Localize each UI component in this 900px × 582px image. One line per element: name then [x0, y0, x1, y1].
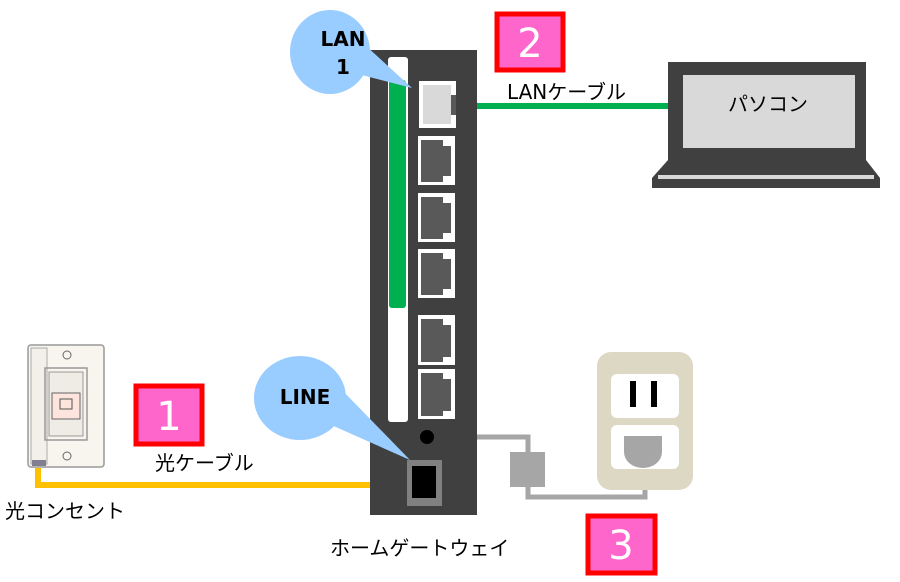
port-5 [418, 315, 455, 365]
line-bubble: LINE [254, 356, 410, 460]
pc-label: パソコン [728, 92, 808, 116]
power-adapter [510, 452, 545, 487]
optical-outlet-label: 光コンセント [5, 499, 125, 523]
power-jack [420, 430, 434, 444]
optical-outlet-icon [27, 344, 105, 468]
lan-port-1[interactable] [419, 81, 456, 128]
step-badge-2: 2 [494, 11, 566, 73]
line-port[interactable] [407, 460, 442, 506]
port-6 [418, 369, 455, 419]
lan1-bubble-number: 1 [336, 55, 350, 79]
optical-cable [35, 468, 408, 488]
line-bubble-text: LINE [280, 385, 331, 409]
lan-port-3[interactable] [418, 193, 455, 242]
lan1-bubble-text: LAN [321, 27, 366, 51]
lan1-bubble: LAN 1 [290, 10, 412, 94]
lan-port-4[interactable] [418, 249, 455, 298]
power-outlet-icon [597, 352, 693, 490]
home-gateway-label: ホームゲートウェイ [330, 536, 509, 560]
step-badge-3: 3 [585, 513, 658, 576]
step-number: 1 [156, 394, 181, 440]
lan-port-2[interactable] [418, 136, 455, 185]
step-number: 2 [517, 21, 542, 67]
step-badge-1: 1 [133, 383, 205, 447]
optical-cable-label: 光ケーブル [155, 451, 254, 475]
status-led-bar [389, 80, 406, 308]
lan-cable-label: LANケーブル [507, 80, 626, 104]
step-number: 3 [608, 523, 633, 569]
home-gateway [370, 50, 477, 515]
pc-laptop-icon: パソコン [652, 62, 880, 188]
